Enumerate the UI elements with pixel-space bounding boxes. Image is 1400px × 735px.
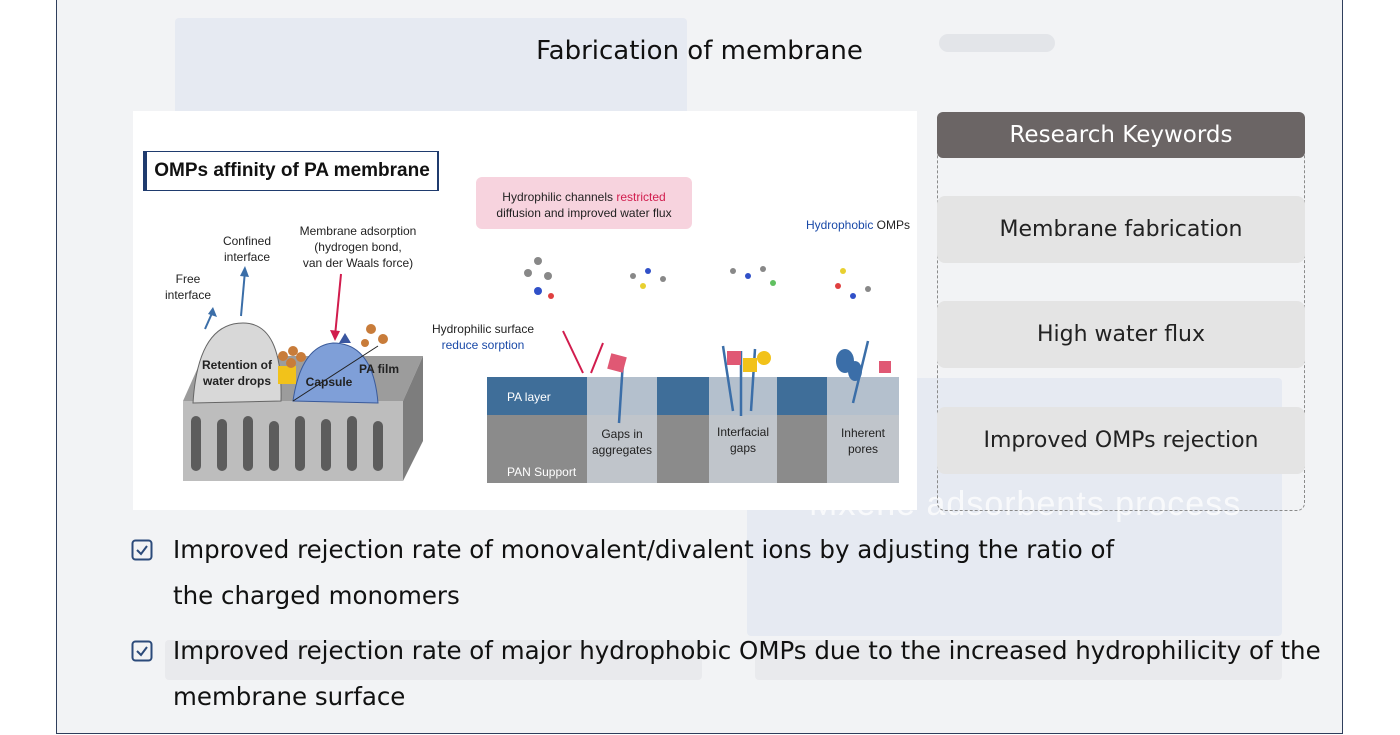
label-pa-layer: PA layer [507, 390, 551, 404]
label-hydrophobic-black: OMPs [873, 218, 911, 232]
label-pan-support: PAN Support [507, 465, 577, 479]
label-hydrophilic-channels-pre: Hydrophilic channels [502, 190, 617, 204]
checkbox-icon [131, 539, 153, 561]
label-gaps-in-aggregates: Gaps in aggregates [591, 427, 653, 458]
membrane-figure: OMPs affinity of PA membrane [133, 111, 917, 510]
label-hydrophobic-blue: Hydrophobic [805, 218, 874, 232]
label-membrane-adsorption: Membrane adsorption (hydrogen bond, van … [299, 224, 417, 271]
keyword-improved-omps-rejection: Improved OMPs rejection [937, 407, 1305, 474]
label-hydrophilic-surface: Hydrophilic surface reduce sorption [429, 321, 537, 353]
hydrophilic-channels-box [476, 177, 692, 229]
membrane-illustration [183, 257, 899, 483]
label-hydrophobic-omps: Hydrophobic OMPs [803, 217, 913, 233]
label-hydrophilic-channels-red: restricted [616, 190, 666, 204]
background-ghost-pill [939, 34, 1055, 52]
figure-title: OMPs affinity of PA membrane [143, 151, 439, 191]
label-interfacial-gaps: Interfacial gaps [716, 425, 770, 456]
bullet-text-line2: the charged monomers [173, 581, 460, 610]
background-ghost-panel [175, 18, 687, 118]
keywords-header: Research Keywords [937, 112, 1305, 158]
label-capsule: Capsule [305, 375, 353, 389]
label-pa-film: PA film [358, 362, 399, 376]
bullet-text-line2: membrane surface [173, 682, 406, 711]
checkbox-icon [131, 640, 153, 662]
label-inherent-pores: Inherent pores [840, 426, 886, 457]
keyword-high-water-flux: High water flux [937, 301, 1305, 368]
label-confined-interface: Confined interface [222, 234, 272, 265]
slide-frame: Mxene adsorbents process Fabrication of … [56, 0, 1343, 734]
bullet-text-line1: Improved rejection rate of monovalent/di… [173, 535, 1115, 564]
keyword-membrane-fabrication: Membrane fabrication [937, 196, 1305, 263]
background-ghost-panel [755, 640, 1282, 680]
label-free-interface: Free interface [164, 272, 212, 303]
bullet-text-line1: Improved rejection rate of major hydroph… [173, 636, 1321, 665]
label-hydrophilic-channels: Hydrophilic channels restricted diffusio… [476, 189, 692, 221]
label-reduce-sorption: reduce sorption [441, 338, 525, 353]
background-ghost-panel [165, 640, 702, 680]
label-retention: Retention of water drops [202, 358, 272, 389]
label-hydrophilic-surface-text: Hydrophilic surface [431, 322, 535, 336]
label-hydrophilic-channels-post: diffusion and improved water flux [496, 206, 672, 221]
slide-title: Fabrication of membrane [536, 36, 863, 66]
